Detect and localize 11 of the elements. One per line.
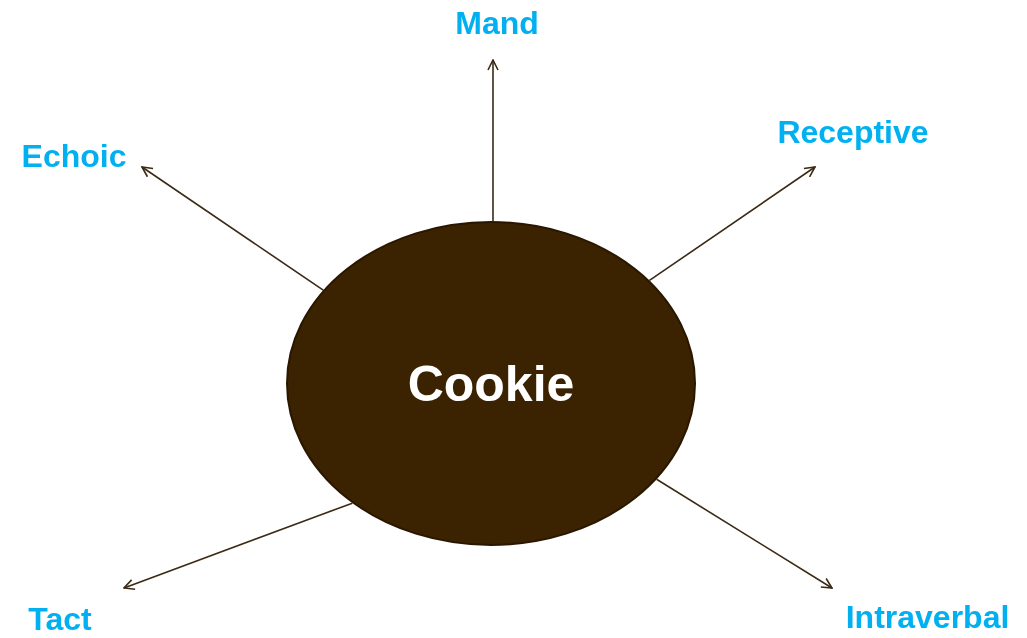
node-label: Intraverbal	[845, 598, 1010, 636]
arrow	[123, 502, 354, 590]
node-label: Tact	[28, 600, 92, 638]
arrow	[141, 166, 325, 291]
node-label: Receptive	[777, 113, 929, 151]
arrow	[487, 59, 499, 222]
node-label: Echoic	[21, 137, 127, 175]
arrow	[655, 478, 833, 589]
center-label: Cookie	[407, 354, 575, 413]
node-label: Mand	[455, 4, 539, 42]
arrow	[648, 166, 816, 282]
